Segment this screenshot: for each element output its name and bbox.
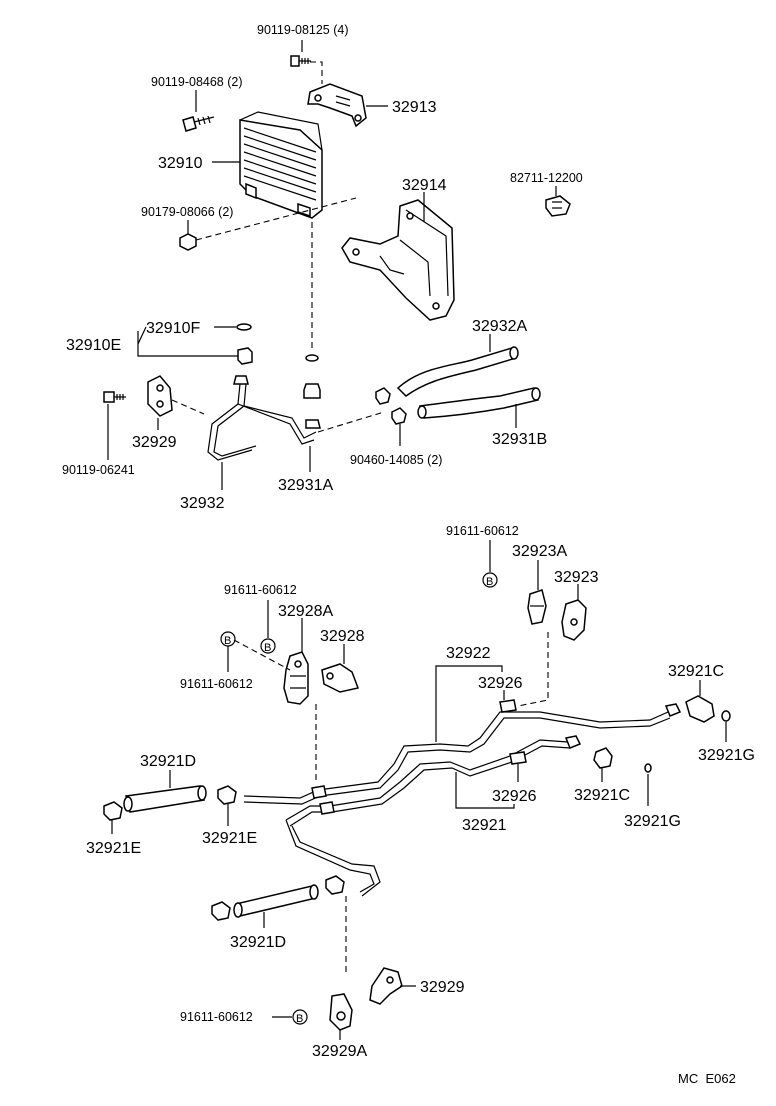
- dash-32923A: [517, 632, 549, 707]
- hose-32921D-top: [123, 785, 207, 813]
- label-clamp-32923A: 32923A: [512, 543, 567, 560]
- bracket-32929-top: [147, 375, 173, 417]
- hose-32932A: [396, 346, 519, 397]
- label-clamp-32923: 32923: [554, 569, 599, 586]
- label-bolt-06241: 90119-06241: [62, 463, 135, 477]
- label-hose-32921D-bottom: 32921D: [230, 934, 286, 951]
- grommet-32926-bottom: [509, 751, 527, 765]
- label-hose-32921D-top: 32921D: [140, 753, 196, 770]
- label-cooler-32910: 32910: [158, 155, 203, 172]
- label-fitting-32910E: 32910E: [66, 337, 121, 354]
- gasket-32921G-right-shape: [721, 710, 731, 722]
- label-hose-32932A: 32932A: [472, 318, 527, 335]
- label-clamp-32921E-mid: 32921E: [202, 830, 257, 847]
- marker-b-b: B: [260, 638, 276, 654]
- label-grommet-32926-bottom: 32926: [492, 788, 537, 805]
- label-bolt-08468: 90119-08468 (2): [151, 75, 243, 89]
- bolt-06241: [103, 391, 126, 403]
- hose-32931B: [417, 387, 541, 419]
- dash-32932: [317, 411, 385, 433]
- label-clamp-32928A: 32928A: [278, 603, 333, 620]
- svg-text:B: B: [264, 642, 271, 654]
- bracket-32913: [307, 83, 367, 128]
- label-bracket-32929-top: 32929: [132, 434, 177, 451]
- clip-82711: [545, 195, 571, 217]
- label-bolt-08125: 90119-08125 (4): [257, 23, 349, 37]
- dash-08066: [195, 197, 357, 241]
- nut-08066: [179, 233, 197, 251]
- bolt-08468: [182, 115, 215, 132]
- svg-text:B: B: [224, 635, 231, 647]
- label-gasket-32921G-right: 32921G: [698, 747, 755, 764]
- label-bracket-32929-bottom: 32929: [420, 979, 465, 996]
- marker-b-a: B: [482, 572, 498, 588]
- svg-text:B: B: [486, 576, 493, 588]
- clamp-32921D-bottom-right: [325, 875, 345, 895]
- fitting-32910E: [237, 347, 253, 365]
- fitting-cooler: [303, 383, 321, 399]
- diagram-code: MC E062: [678, 1071, 736, 1086]
- clamp-14085-a: [375, 387, 391, 405]
- clamp-32923A: [527, 589, 547, 625]
- clamp-32929A: [329, 993, 353, 1031]
- bolt-08125: [290, 55, 311, 67]
- gasket-32910F: [236, 323, 252, 331]
- union-32921C-right: [685, 695, 715, 723]
- bracket-32910E: [137, 326, 238, 357]
- pipe-32932: [207, 375, 321, 461]
- label-clip-82711: 82711-12200: [510, 171, 583, 185]
- label-fitting-32910F: 32910F: [146, 320, 200, 337]
- leader-32921: [455, 772, 515, 809]
- label-clamp-14085: 90460-14085 (2): [350, 453, 442, 467]
- clamp-32923: [561, 599, 587, 641]
- marker-b-d: B: [292, 1009, 308, 1025]
- label-grommet-32926-top: 32926: [478, 675, 523, 692]
- label-bracket-32914: 32914: [402, 177, 447, 194]
- grommet-32926-top: [499, 699, 517, 713]
- bracket-32929-bottom: [369, 967, 403, 1005]
- clamp-14085-b: [391, 407, 407, 425]
- dash-60612-c: [233, 639, 291, 671]
- marker-b-c: B: [220, 631, 236, 647]
- label-clamp-32921E-left: 32921E: [86, 840, 141, 857]
- label-union-32921C-mid: 32921C: [574, 787, 630, 804]
- label-clip-60612-b: 91611-60612: [224, 583, 297, 597]
- clamp-32928: [321, 663, 360, 693]
- union-32921C-mid: [593, 747, 613, 769]
- oil-cooler-32910: [239, 111, 323, 219]
- dash-32929-top: [171, 399, 205, 415]
- hose-32921D-bottom: [233, 884, 319, 918]
- dash-32913: [310, 61, 323, 84]
- label-pipe-32932: 32932: [180, 495, 225, 512]
- label-bracket-32913: 32913: [392, 99, 437, 116]
- leader-32922: [435, 665, 503, 742]
- clamp-32921E-mid: [217, 785, 237, 805]
- label-pipe-32931A: 32931A: [278, 477, 333, 494]
- label-clamp-32928: 32928: [320, 628, 365, 645]
- label-tube-32922: 32922: [446, 645, 491, 662]
- label-clip-60612-c: 91611-60612: [180, 677, 253, 691]
- washer-cooler: [305, 354, 319, 362]
- svg-text:B: B: [296, 1013, 303, 1025]
- label-gasket-32921G-mid: 32921G: [624, 813, 681, 830]
- bracket-32914: [341, 199, 455, 321]
- label-union-32921C-right: 32921C: [668, 663, 724, 680]
- clamp-32921D-bottom-left: [211, 901, 231, 921]
- label-clip-60612-a: 91611-60612: [446, 524, 519, 538]
- label-hose-32931B: 32931B: [492, 431, 547, 448]
- clamp-32921E-left: [103, 801, 123, 821]
- label-nut-08066: 90179-08066 (2): [141, 205, 233, 219]
- tube-32922: [243, 703, 682, 805]
- gasket-32921G-mid-shape: [644, 763, 652, 773]
- clamp-32928A: [283, 651, 309, 705]
- label-clip-60612-d: 91611-60612: [180, 1010, 253, 1024]
- label-tube-32921: 32921: [462, 817, 507, 834]
- label-clamp-32929A: 32929A: [312, 1043, 367, 1060]
- tube-32921: [285, 735, 582, 897]
